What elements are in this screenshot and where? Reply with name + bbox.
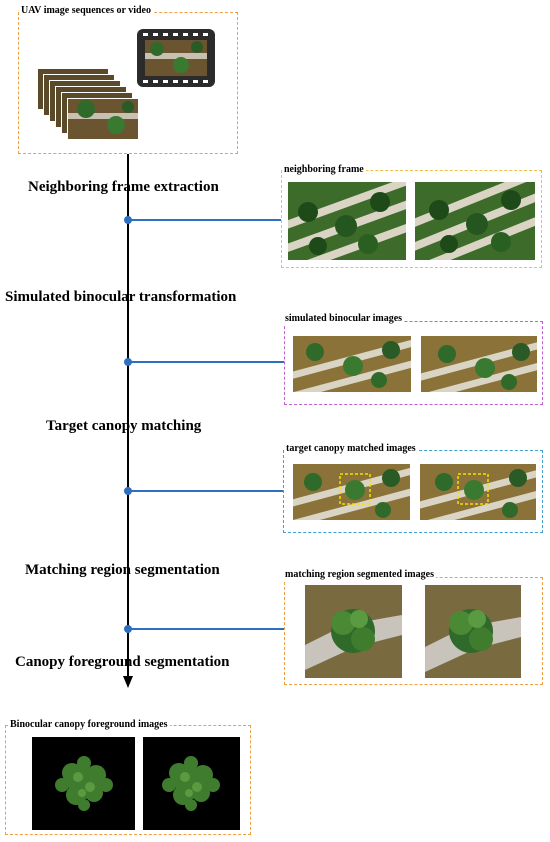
output-box-matching-region-segmented: matching region segmented images: [283, 569, 543, 685]
step-simulated-binocular-transformation: Simulated binocular transformation: [5, 289, 237, 305]
frame-image: [288, 182, 406, 260]
segmented-region-image: [305, 585, 402, 678]
output-box-label: neighboring frame: [282, 164, 366, 175]
step-target-canopy-matching: Target canopy matching: [46, 418, 202, 434]
matched-image: [293, 464, 410, 520]
foreground-image: [143, 737, 240, 830]
step-canopy-foreground-segmentation: Canopy foreground segmentation: [15, 654, 230, 670]
matched-image: [420, 464, 536, 520]
input-box: UAV image sequences or video: [18, 5, 238, 154]
output-box-neighboring-frame: neighboring frame: [281, 164, 542, 268]
input-box-label: UAV image sequences or video: [19, 5, 153, 16]
output-box-label: matching region segmented images: [283, 569, 436, 580]
video-icon: [137, 29, 215, 87]
frame-image: [415, 182, 535, 260]
step-neighboring-frame-extraction: Neighboring frame extraction: [28, 179, 219, 195]
foreground-image: [32, 737, 135, 830]
main-flow-line: [127, 154, 129, 678]
arrow-head: [123, 676, 133, 688]
final-box-binocular-canopy-foreground: Binocular canopy foreground images: [5, 719, 251, 835]
binocular-image: [421, 336, 537, 392]
step-matching-region-segmentation: Matching region segmentation: [25, 562, 220, 578]
output-box-label: simulated binocular images: [283, 313, 405, 324]
stacked-frame: [67, 98, 139, 140]
binocular-image: [293, 336, 411, 392]
output-box-target-canopy-matched: target canopy matched images: [283, 443, 543, 533]
output-box-label: target canopy matched images: [284, 443, 418, 454]
output-box-simulated-binocular: simulated binocular images: [283, 313, 543, 405]
final-box-label: Binocular canopy foreground images: [8, 719, 170, 730]
segmented-region-image: [425, 585, 521, 678]
